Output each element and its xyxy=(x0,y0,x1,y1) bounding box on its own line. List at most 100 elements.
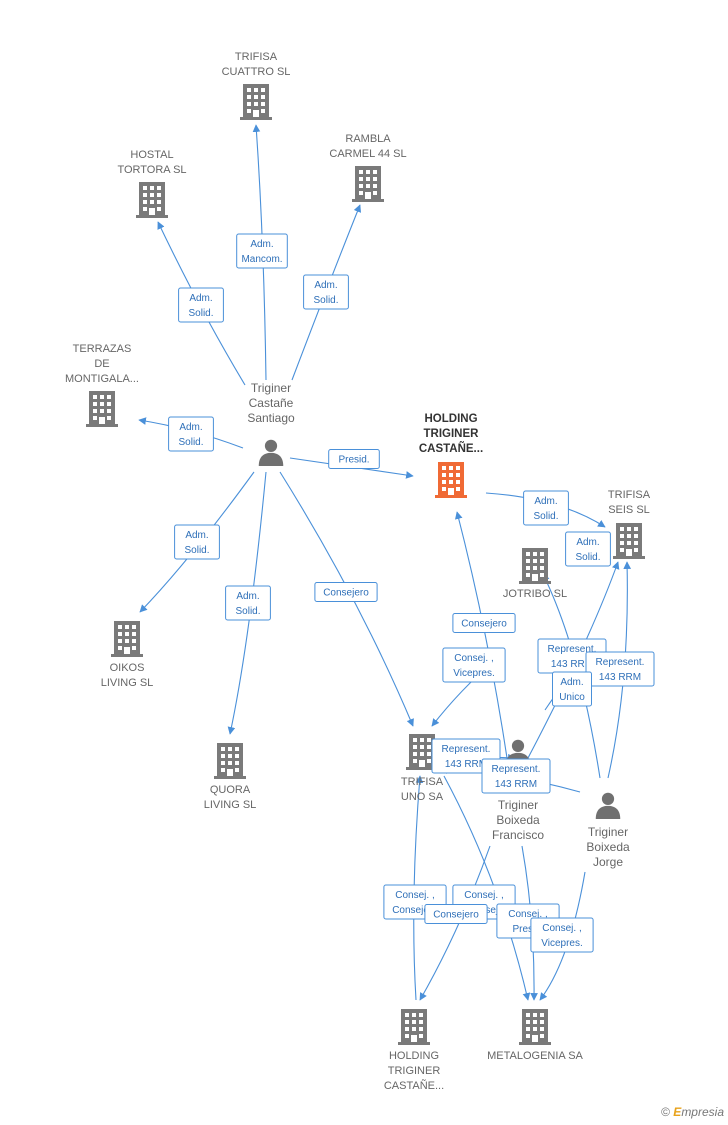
node-label: TRIGINER xyxy=(424,428,480,440)
building-icon xyxy=(352,166,384,202)
node-label: TORTORA SL xyxy=(117,164,186,176)
relation-box xyxy=(452,613,516,633)
building-icon xyxy=(136,182,168,218)
relation-label[interactable]: Adm.Solid. xyxy=(303,274,349,310)
node-jotribo[interactable]: JOTRIBO SL xyxy=(503,548,567,600)
relation-label[interactable]: Represent.143 RRM xyxy=(585,651,655,687)
building-icon xyxy=(111,621,143,657)
node-label: OIKOS xyxy=(110,662,145,674)
relation-box xyxy=(530,917,594,953)
relation-label[interactable]: Adm.Solid. xyxy=(168,416,214,452)
relation-edge xyxy=(419,845,491,1001)
node-label: HOLDING xyxy=(389,1050,439,1062)
relation-label[interactable]: Consej. ,Vicepres. xyxy=(530,917,594,953)
building-icon xyxy=(86,391,118,427)
node-label: Castañe xyxy=(249,396,294,410)
node-label: CASTAÑE... xyxy=(384,1079,444,1092)
node-label: LIVING SL xyxy=(204,799,257,811)
node-label: TRIFISA xyxy=(235,51,278,63)
building-icon xyxy=(613,523,645,559)
node-holding1[interactable]: HOLDING TRIGINER CASTAÑE... xyxy=(419,413,483,498)
node-label: UNO SA xyxy=(401,791,444,803)
brand-initial: E xyxy=(673,1105,682,1119)
building-icon xyxy=(435,462,467,498)
node-metalogenia[interactable]: METALOGENIA SA xyxy=(487,1009,584,1062)
relation-text: Solid. xyxy=(235,606,260,617)
relation-text: Consej. , xyxy=(454,653,493,664)
node-terrazas[interactable]: TERRAZASDEMONTIGALA... xyxy=(65,343,139,427)
relation-box xyxy=(424,904,488,924)
relation-text: Consejero xyxy=(433,910,479,921)
brand-name: mpresia xyxy=(681,1105,724,1119)
node-label: HOLDING xyxy=(424,413,477,425)
node-holding2[interactable]: HOLDING TRIGINER CASTAÑE... xyxy=(384,1009,444,1092)
relation-edge xyxy=(443,775,531,1001)
relation-text: Presid. xyxy=(338,455,369,466)
node-label: TRIFISA xyxy=(608,489,651,501)
relation-text: Solid. xyxy=(184,545,209,556)
relation-text: Solid. xyxy=(533,511,558,522)
relation-text: Adm. xyxy=(250,239,273,250)
node-label: TRIFISA xyxy=(401,776,444,788)
node-label: MONTIGALA... xyxy=(65,373,139,385)
relation-label[interactable]: Presid. xyxy=(328,449,380,469)
relation-box xyxy=(328,449,380,469)
relation-label[interactable]: Adm.Solid. xyxy=(565,531,611,567)
node-trifisa1[interactable]: TRIFISA UNO SA xyxy=(401,734,444,803)
person-icon xyxy=(258,439,284,466)
relation-text: 143 RRM xyxy=(599,672,641,683)
relation-label[interactable]: Adm. Solid. xyxy=(523,490,569,526)
node-label: CARMEL 44 SL xyxy=(329,148,406,160)
person-icon xyxy=(595,792,621,819)
relation-box xyxy=(552,671,592,707)
node-oikos[interactable]: OIKOS LIVING SL xyxy=(101,621,154,689)
relation-box xyxy=(585,651,655,687)
relation-label[interactable]: Consejero xyxy=(424,904,488,924)
relation-text: Consejero xyxy=(392,905,438,916)
relation-label[interactable]: Adm.Mancom. xyxy=(236,233,288,269)
node-label: TRIGINER xyxy=(388,1065,441,1077)
relation-label[interactable]: Represent. 143 RRM xyxy=(481,758,551,794)
relation-text: Represent. xyxy=(492,764,541,775)
relations-layer: Adm.Mancom.Adm.Solid.Adm.Solid.Adm.Solid… xyxy=(168,233,655,953)
relation-box xyxy=(565,531,611,567)
relation-label[interactable]: Consejero xyxy=(452,613,516,633)
relation-label[interactable]: Adm.Solid. xyxy=(178,287,224,323)
relation-text: Adm. xyxy=(534,496,557,507)
building-icon xyxy=(214,743,246,779)
relation-label[interactable]: Consejero xyxy=(314,582,378,602)
node-label: JOTRIBO SL xyxy=(503,588,567,600)
relation-label[interactable]: Consej. ,Vicepres. xyxy=(442,647,506,683)
relation-text: 143 RRM xyxy=(445,759,487,770)
relation-text: Unico xyxy=(559,692,585,703)
node-label: LIVING SL xyxy=(101,677,154,689)
relation-text: Adm. xyxy=(179,422,202,433)
relation-text: Consejero xyxy=(461,619,507,630)
relation-text: 143 RRM xyxy=(495,779,537,790)
relation-text: Adm. xyxy=(236,591,259,602)
relation-label[interactable]: Adm. Solid. xyxy=(174,524,220,560)
relation-text: Consej. , xyxy=(464,890,503,901)
relation-text: Adm. xyxy=(189,293,212,304)
relation-text: 143 RRM xyxy=(551,659,593,670)
relation-label[interactable]: Adm.Unico xyxy=(552,671,592,707)
node-label: Boixeda xyxy=(586,840,630,854)
relation-text: Adm. xyxy=(185,530,208,541)
relation-text: Consej. , xyxy=(542,923,581,934)
relation-box xyxy=(168,416,214,452)
node-label: CASTAÑE... xyxy=(419,442,483,455)
watermark: © Empresia xyxy=(661,1105,724,1119)
relation-box xyxy=(303,274,349,310)
relation-label[interactable]: Adm. Solid. xyxy=(225,585,271,621)
node-label: METALOGENIA SA xyxy=(487,1050,583,1062)
copyright-symbol: © xyxy=(661,1105,670,1119)
